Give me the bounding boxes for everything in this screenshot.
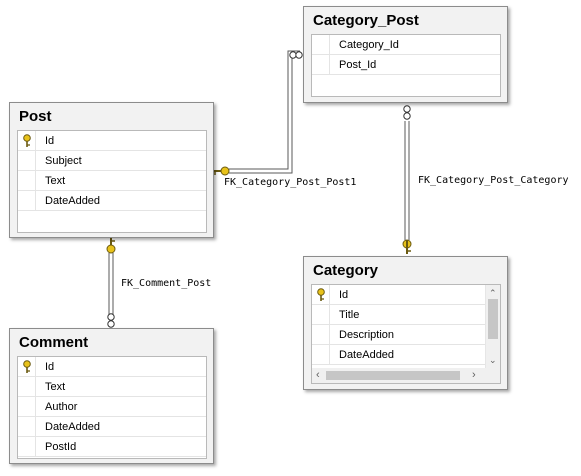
relationship-label: FK_Category_Post_Category xyxy=(418,175,569,186)
table-title: Category xyxy=(313,262,379,279)
infinity-connector-icon xyxy=(289,51,303,59)
relationship-line-category-post-category[interactable] xyxy=(404,121,410,240)
key-connector-icon xyxy=(106,238,116,254)
column-row[interactable]: Subject xyxy=(18,151,206,171)
column-row[interactable]: Id xyxy=(18,131,206,151)
table-post[interactable]: Post Id Subject Text DateAdded xyxy=(9,102,214,238)
column-name: Post_Id xyxy=(339,59,377,71)
column-name: PostId xyxy=(45,441,77,453)
column-row[interactable]: Post_Id xyxy=(312,55,500,75)
column-row[interactable]: Text xyxy=(18,377,206,397)
column-name: DateAdded xyxy=(45,195,101,207)
column-row[interactable]: DateAdded xyxy=(18,191,206,211)
infinity-connector-icon xyxy=(107,313,115,328)
relationship-line-category-post-post[interactable] xyxy=(229,50,300,174)
column-name: Text xyxy=(45,175,66,187)
column-row[interactable]: DateAdded xyxy=(18,417,206,437)
chevron-left-icon[interactable]: ‹ xyxy=(316,369,320,381)
table-title: Category_Post xyxy=(313,12,419,29)
table-category[interactable]: Category Id Title Description DateAdded xyxy=(303,256,508,390)
column-row[interactable]: Id xyxy=(312,285,485,305)
column-row[interactable]: Id xyxy=(18,357,206,377)
column-name: Description xyxy=(339,329,395,341)
vertical-scrollbar[interactable]: ⌃ ⌄ xyxy=(485,285,500,369)
column-row[interactable]: Title xyxy=(312,305,485,325)
chevron-down-icon[interactable]: ⌄ xyxy=(489,355,497,365)
column-grid: Category_Id Post_Id xyxy=(311,34,501,97)
relationship-label: FK_Comment_Post xyxy=(121,278,212,289)
table-title: Post xyxy=(19,108,52,125)
column-name: Category_Id xyxy=(339,39,399,51)
key-connector-icon xyxy=(402,239,412,254)
column-name: DateAdded xyxy=(45,421,101,433)
relationship-line-comment-post[interactable] xyxy=(108,253,114,316)
chevron-up-icon[interactable]: ⌃ xyxy=(489,288,497,298)
key-icon xyxy=(22,134,32,148)
column-row[interactable]: Text xyxy=(18,171,206,191)
horizontal-scrollbar[interactable]: ‹ › xyxy=(312,368,500,383)
column-row[interactable]: Description xyxy=(312,325,485,345)
key-connector-icon xyxy=(212,166,230,176)
chevron-right-icon[interactable]: › xyxy=(472,369,476,381)
column-name: Subject xyxy=(45,155,82,167)
table-comment[interactable]: Comment Id Text Author DateAdded PostId xyxy=(9,328,214,464)
column-row[interactable]: Author xyxy=(18,397,206,417)
column-grid: Id Text Author DateAdded PostId xyxy=(17,356,207,459)
column-grid: Id Subject Text DateAdded xyxy=(17,130,207,233)
column-grid: Id Title Description DateAdded ⌃ ⌄ ‹ › xyxy=(311,284,501,384)
column-name: Id xyxy=(45,361,55,373)
column-name: Author xyxy=(45,401,78,413)
table-category-post[interactable]: Category_Post Category_Id Post_Id xyxy=(303,6,508,103)
relationship-label: FK_Category_Post_Post1 xyxy=(224,177,357,188)
table-title: Comment xyxy=(19,334,89,351)
scroll-thumb[interactable] xyxy=(488,299,498,339)
key-icon xyxy=(22,360,32,374)
column-row[interactable]: Category_Id xyxy=(312,35,500,55)
key-icon xyxy=(316,288,326,302)
scroll-thumb[interactable] xyxy=(326,371,460,380)
column-name: DateAdded xyxy=(339,349,395,361)
column-row[interactable]: DateAdded xyxy=(312,345,485,365)
column-name: Id xyxy=(45,135,55,147)
column-row[interactable]: PostId xyxy=(18,437,206,457)
column-name: Title xyxy=(339,309,360,321)
column-name: Id xyxy=(339,289,349,301)
infinity-connector-icon xyxy=(403,105,411,120)
column-name: Text xyxy=(45,381,66,393)
